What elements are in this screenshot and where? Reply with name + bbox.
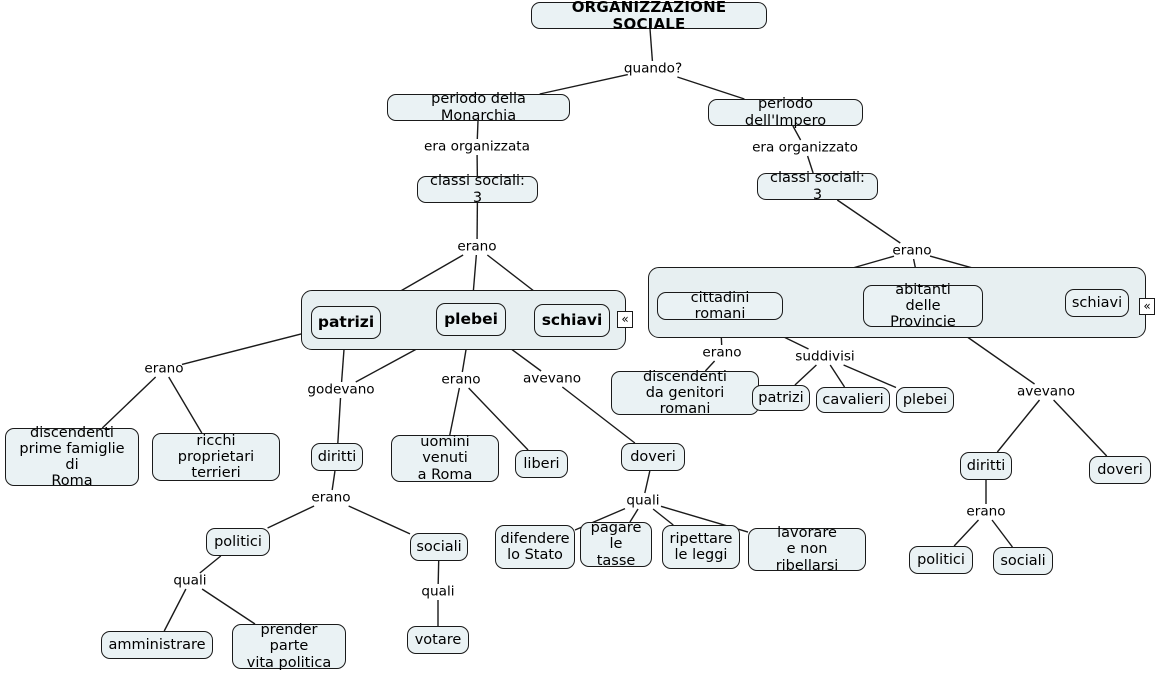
edge-l-suddivisi-to-plebei-imp xyxy=(843,364,897,389)
node-sociali-imp[interactable]: sociali xyxy=(993,547,1053,575)
edge-root-to-l-quando xyxy=(649,28,654,62)
node-impero[interactable]: periodo dell'Impero xyxy=(708,96,863,129)
edge-diritti-mon-to-l-erano-dir xyxy=(331,470,336,491)
edge-l-quali-pol-to-amministrare xyxy=(163,588,187,632)
node-patrizi-imp[interactable]: patrizi xyxy=(752,385,810,411)
link-label-l-avevano-ml[interactable]: avevano xyxy=(522,370,582,387)
link-label-l-quali-dov[interactable]: quali xyxy=(626,492,660,509)
node-politici-mon[interactable]: politici xyxy=(206,528,270,556)
node-root[interactable]: ORGANIZZAZIONE SOCIALE xyxy=(531,0,767,32)
edge-l-avevano-ir-to-doveri-imp xyxy=(1053,399,1108,457)
node-amministrare[interactable]: amministrare xyxy=(101,631,213,659)
node-plebei[interactable]: plebei xyxy=(436,303,506,336)
node-doveri-imp[interactable]: doveri xyxy=(1089,456,1151,484)
edge-politici-mon-to-l-quali-pol xyxy=(199,555,222,574)
node-ripettare[interactable]: ripettare le leggi xyxy=(662,525,740,569)
node-pagare[interactable]: pagare le tasse xyxy=(580,520,652,569)
edge-sociali-mon-to-l-quali-soc xyxy=(437,560,440,585)
link-label-l-erano-mon[interactable]: erano xyxy=(457,238,497,255)
collapse-collapse-monarchia-icon[interactable]: « xyxy=(617,311,633,328)
node-doveri-mon[interactable]: doveri xyxy=(621,443,685,471)
link-label-l-suddivisi[interactable]: suddivisi xyxy=(795,348,855,365)
link-label-l-erano-imp[interactable]: erano xyxy=(892,242,932,259)
node-sociali-mon[interactable]: sociali xyxy=(410,533,468,561)
link-label-l-erano-pat[interactable]: erano xyxy=(144,360,184,377)
edge-l-avevano-ir-to-diritti-imp xyxy=(996,399,1041,453)
node-diritti-imp[interactable]: diritti xyxy=(960,452,1012,480)
node-discendenti-gen[interactable]: discendenti da genitori romani xyxy=(611,369,759,417)
node-cavalieri[interactable]: cavalieri xyxy=(816,387,890,413)
edge-l-erano-pat-to-ricchi xyxy=(168,376,203,434)
node-lavorare[interactable]: lavorare e non ribellarsi xyxy=(748,525,866,574)
node-difendere[interactable]: difendere lo Stato xyxy=(495,525,575,569)
edge-l-erano-dir-to-sociali-mon xyxy=(348,505,411,535)
node-plebei-imp[interactable]: plebei xyxy=(896,387,954,413)
node-schiavi-mon[interactable]: schiavi xyxy=(534,304,610,337)
edge-l-quali-pol-to-prender xyxy=(201,588,256,625)
edge-l-suddivisi-to-patrizi-imp xyxy=(794,364,817,386)
edge-l-erano-dimp-to-sociali-imp xyxy=(991,519,1013,548)
node-classi-imp[interactable]: classi sociali: 3 xyxy=(757,170,878,203)
link-label-l-quando[interactable]: quando? xyxy=(623,60,683,77)
node-classi-mon[interactable]: classi sociali: 3 xyxy=(417,173,538,206)
link-label-l-erano-pleb[interactable]: erano xyxy=(441,371,481,388)
node-cittadini[interactable]: cittadini romani xyxy=(657,290,783,322)
node-liberi[interactable]: liberi xyxy=(515,450,568,478)
link-label-l-quali-soc[interactable]: quali xyxy=(421,583,455,600)
link-label-l-erano-dimp[interactable]: erano xyxy=(966,503,1006,520)
edge-l-erano-dimp-to-politici-imp xyxy=(953,519,980,547)
edge-classi-imp-to-l-erano-imp xyxy=(836,199,901,244)
node-ricchi[interactable]: ricchi proprietari terrieri xyxy=(152,433,280,481)
node-prender[interactable]: prender parte vita politica xyxy=(232,622,346,671)
link-label-l-erano-citt[interactable]: erano xyxy=(702,344,742,361)
edge-l-erano-dir-to-politici-mon xyxy=(267,505,315,529)
node-schiavi-imp[interactable]: schiavi xyxy=(1065,289,1129,317)
node-monarchia[interactable]: periodo della Monarchia xyxy=(387,91,570,124)
edge-doveri-mon-to-l-quali-dov xyxy=(644,470,651,494)
node-abitanti[interactable]: abitanti delle Provincie xyxy=(863,282,983,330)
edge-l-erano-pat-to-discendenti-rm xyxy=(101,376,157,429)
link-label-l-godevano[interactable]: godevano xyxy=(307,381,375,398)
edge-l-godevano-to-diritti-mon xyxy=(337,397,342,444)
link-label-l-quali-pol[interactable]: quali xyxy=(173,572,207,589)
node-votare[interactable]: votare xyxy=(407,626,469,654)
link-label-l-erano-dir[interactable]: erano xyxy=(311,489,351,506)
edge-l-suddivisi-to-cavalieri xyxy=(829,364,846,388)
node-politici-imp[interactable]: politici xyxy=(909,546,973,574)
collapse-collapse-impero-icon[interactable]: « xyxy=(1139,298,1155,315)
node-diritti-mon[interactable]: diritti xyxy=(311,443,363,471)
link-label-l-org-a[interactable]: era organizzata xyxy=(424,138,530,155)
link-label-l-org-o[interactable]: era organizzato xyxy=(752,139,858,156)
node-uomini[interactable]: uomini venuti a Roma xyxy=(391,434,499,483)
node-discendenti-rm[interactable]: discendenti prime famiglie di Roma xyxy=(5,425,139,489)
edge-l-quali-dov-to-ripettare xyxy=(652,508,674,526)
edge-l-erano-pleb-to-uomini xyxy=(449,387,461,436)
node-patrizi[interactable]: patrizi xyxy=(311,306,381,339)
link-label-l-avevano-ir[interactable]: avevano xyxy=(1016,383,1076,400)
edge-patrizi-to-l-erano-pat xyxy=(181,330,312,366)
